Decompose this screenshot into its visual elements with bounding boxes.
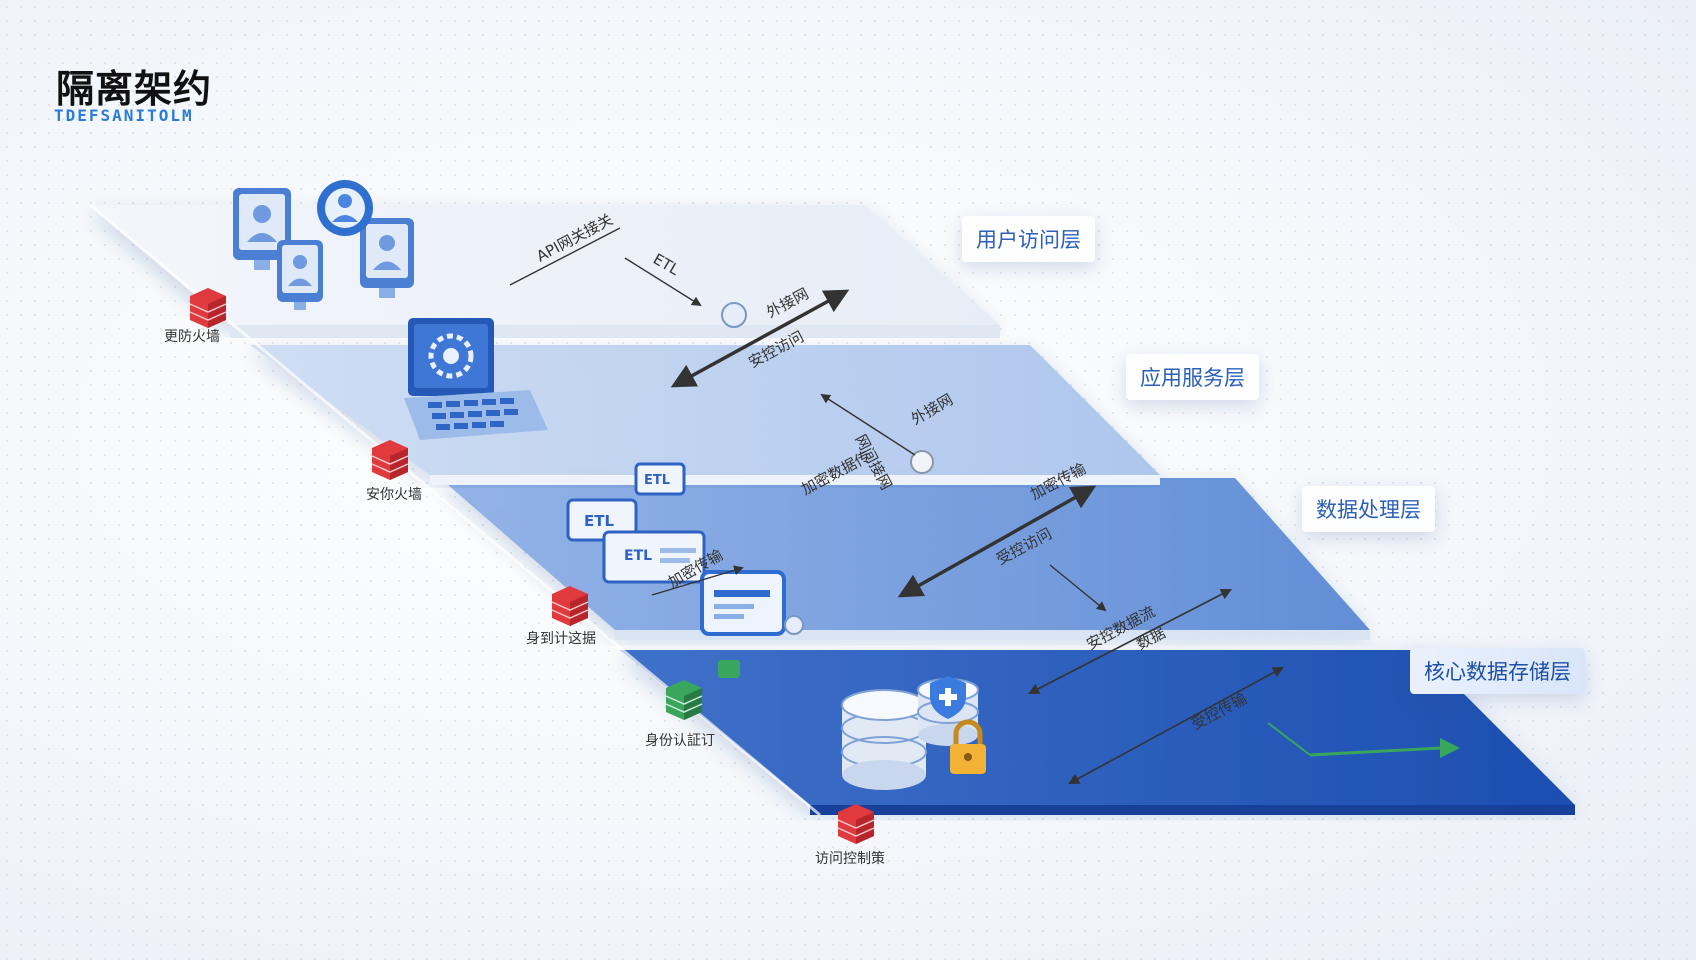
etl-server-icon: ETL [634,462,686,496]
user-avatar-icon [317,180,373,236]
etl-label-3: ETL [624,548,652,564]
page-title: 隔离架约 [56,67,213,111]
database-icon [841,689,927,790]
connector-node [721,302,747,328]
layer-label-app-service: 应用服务层 [1126,354,1259,400]
node-caption-firewall-1: 更防火墙 [164,329,220,345]
shield-icon [930,676,966,719]
firewall-icon [189,288,227,328]
connector-node [784,615,804,635]
user-monitor-icon [277,240,323,310]
layer-label-data-processing: 数据处理层 [1302,486,1435,532]
etl-label-1: ETL [584,512,614,530]
auth-firewall-icon [665,680,703,720]
firewall-icon [837,804,875,844]
connector-node [910,450,934,474]
lock-icon [950,719,986,774]
node-caption-auth: 身份认証订 [645,733,715,749]
layer-label-user-access: 用户访问层 [962,216,1095,262]
laptop-gear-icon [404,318,548,440]
user-monitor-icon [233,188,291,270]
edge-lines [509,227,1284,785]
green-flow-arrow [1267,722,1460,758]
page-subtitle: TDEFSANITOLM [54,106,194,125]
etl-server-icon: ETL [566,498,638,542]
node-caption-access-control: 访问控制策 [815,851,885,867]
id-card-icon [700,570,786,636]
connector-node [718,660,740,678]
user-monitor-icon [360,218,414,298]
etl-label-2: ETL [644,473,670,488]
node-caption-firewall-2: 安你火墙 [366,487,422,503]
firewall-icon [371,440,409,480]
layer-label-core-storage: 核心数据存储层 [1410,648,1585,694]
firewall-icon [551,586,589,626]
etl-server-icon: ETL [602,530,706,584]
node-caption-firewall-3: 身到计这据 [526,631,596,647]
